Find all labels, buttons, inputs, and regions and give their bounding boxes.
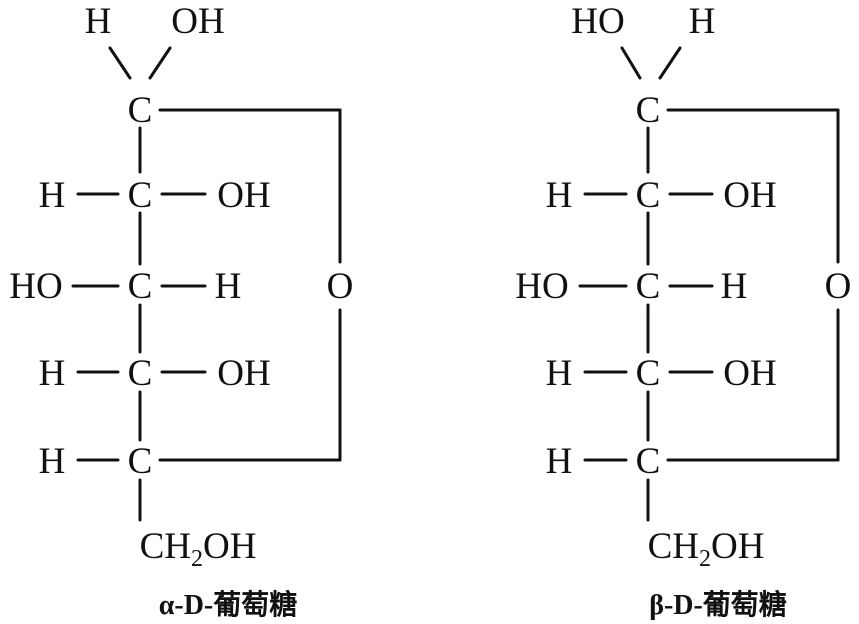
beta-c3-label: C (636, 266, 661, 307)
beta-c4-h-label: H (546, 353, 573, 394)
beta-c6-oh: OH (711, 526, 764, 567)
alpha-caption: α-D-葡萄糖 (159, 589, 298, 621)
beta-ring-oxygen-label: O (825, 266, 852, 307)
alpha-c1-oh-label: OH (171, 1, 224, 42)
alpha-c6-ch2oh-label: CH2OH (140, 526, 257, 572)
alpha-c1-h-label: H (85, 1, 112, 42)
beta-c2-h-label: H (546, 175, 573, 216)
alpha-c2-h-label: H (39, 175, 66, 216)
alpha-ring-oxygen-label: O (327, 266, 354, 307)
beta-c1-label: C (636, 90, 661, 131)
alpha-c3-h-label: H (215, 266, 242, 307)
beta-d-glucose-structure: HO H C H C OH HO C H H C OH H C O CH2OH … (515, 1, 851, 621)
alpha-c5-label: C (128, 441, 153, 482)
alpha-c1-oh-bond (148, 46, 172, 80)
beta-c2-label: C (636, 175, 661, 216)
alpha-c1-h-bond (108, 46, 132, 80)
beta-c1-h-label: H (689, 1, 716, 42)
alpha-c3-label: C (128, 266, 153, 307)
beta-c6-ch: CH (648, 526, 699, 567)
beta-c6-subscript: 2 (699, 546, 711, 572)
alpha-c6-subscript: 2 (191, 546, 203, 572)
beta-c5-label: C (636, 441, 661, 482)
alpha-c5-h-label: H (39, 441, 66, 482)
beta-c1-ho-bond (620, 46, 642, 80)
beta-c4-label: C (636, 353, 661, 394)
beta-c4-oh-label: OH (723, 353, 776, 394)
beta-caption: β-D-葡萄糖 (649, 589, 787, 621)
beta-c6-ch2oh-label: CH2OH (648, 526, 765, 572)
alpha-c6-oh: OH (203, 526, 256, 567)
alpha-d-glucose-structure: H OH C H C OH HO C H H C OH H C O CH2OH … (9, 1, 353, 621)
beta-c1-h-bond (658, 46, 682, 80)
alpha-c3-ho-label: HO (9, 266, 62, 307)
alpha-c6-ch: CH (140, 526, 191, 567)
alpha-c2-oh-label: OH (217, 175, 270, 216)
alpha-c4-oh-label: OH (217, 353, 270, 394)
alpha-c2-label: C (128, 175, 153, 216)
beta-c5-h-label: H (546, 441, 573, 482)
beta-c3-ho-label: HO (515, 266, 568, 307)
alpha-c4-label: C (128, 353, 153, 394)
beta-c2-oh-label: OH (723, 175, 776, 216)
alpha-c4-h-label: H (39, 353, 66, 394)
alpha-c1-label: C (128, 90, 153, 131)
beta-c1-ho-label: HO (571, 1, 624, 42)
beta-c3-h-label: H (721, 266, 748, 307)
